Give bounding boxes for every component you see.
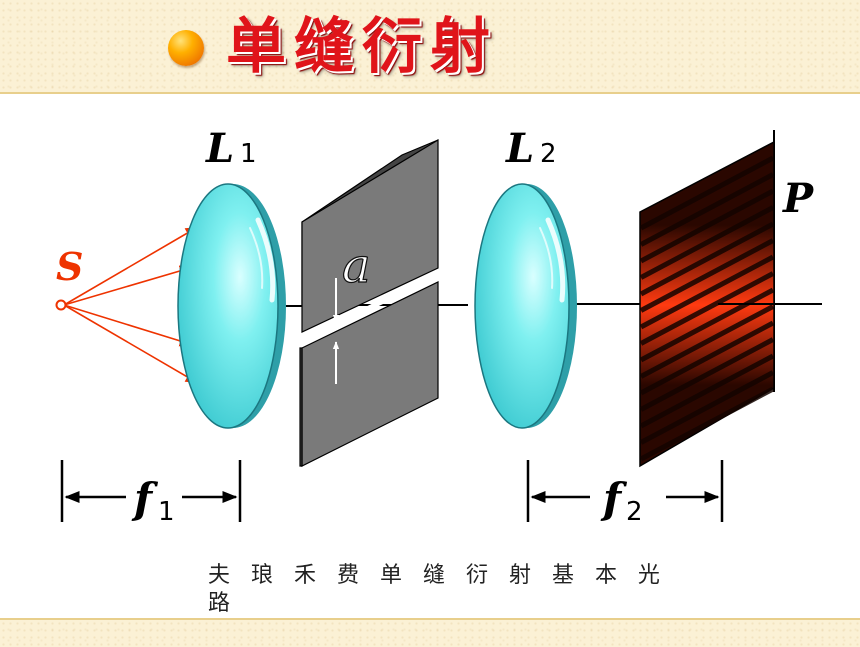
dark-fringe	[639, 155, 775, 231]
dark-fringe	[639, 254, 775, 330]
dark-fringe	[639, 304, 775, 379]
f1-subscript: 1	[158, 497, 175, 527]
dark-fringe	[639, 271, 775, 346]
dark-fringe	[639, 188, 775, 264]
dark-fringe	[639, 221, 775, 297]
incident-rays	[63, 227, 197, 383]
title-bar: 单缝衍射	[0, 0, 860, 94]
single-slit-icon	[299, 138, 439, 467]
lens-l1-label: L	[205, 125, 234, 172]
lens-l2-label: L	[505, 125, 534, 172]
slide-title: 单缝衍射	[226, 12, 498, 82]
dark-fringe	[639, 370, 775, 445]
source-label: S	[56, 244, 83, 289]
slit-width-label: a	[342, 238, 371, 294]
dark-fringe	[639, 238, 775, 313]
slit-opening	[300, 272, 440, 343]
figure-caption: 夫 琅 禾 费 单 缝 衍 射 基 本 光 路	[208, 563, 667, 616]
dark-fringe	[639, 205, 775, 280]
dark-fringe	[639, 287, 775, 363]
point-source-icon	[55, 299, 67, 311]
screen-icon	[639, 130, 775, 468]
lens-l2-subscript: 2	[540, 139, 557, 169]
lens-l2-icon	[474, 183, 577, 429]
focal-length-f1-marker	[60, 460, 242, 522]
footer-bar	[0, 618, 860, 647]
dark-fringe	[639, 172, 775, 247]
lens-l1-icon	[177, 183, 286, 429]
lens-l1-subscript: 1	[240, 139, 257, 169]
dark-fringe	[639, 353, 775, 429]
dark-fringe	[639, 386, 775, 462]
f2-label: f	[600, 474, 628, 523]
screen-label: P	[782, 175, 815, 222]
f2-subscript: 2	[626, 497, 643, 527]
focal-length-f2-marker	[526, 460, 724, 522]
dark-fringe	[639, 337, 775, 412]
f1-label: f	[131, 474, 159, 523]
bullet-icon	[168, 30, 204, 66]
dark-fringe	[639, 320, 775, 396]
